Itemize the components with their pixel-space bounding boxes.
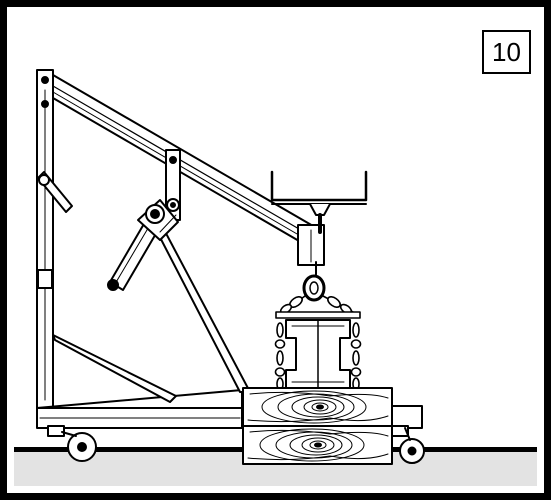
lifting-fixture [270,170,368,234]
chain-left [274,322,286,391]
step-number: 10 [492,36,521,67]
pump-handle [37,171,73,213]
chain-sling [275,295,361,319]
wood-blocks [242,387,393,465]
load-bracket [285,319,351,389]
hoist-mast [36,69,54,411]
hoist-brace [52,217,251,403]
hook-assembly [302,261,326,302]
hydraulic-ram [107,199,179,291]
chain-right [350,322,362,391]
hoist-wheels [47,425,425,464]
step-number-badge: 10 [482,30,531,74]
ram-bracket [165,149,181,221]
hoist-boom [52,74,325,266]
